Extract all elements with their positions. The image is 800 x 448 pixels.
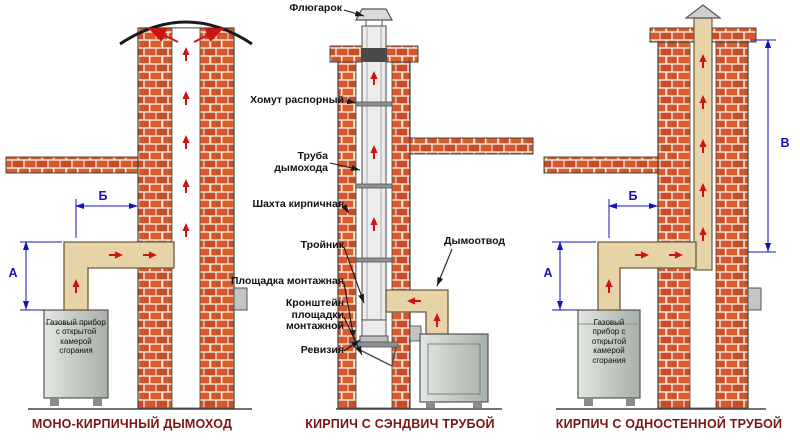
right-dim-b (608, 199, 658, 238)
right-dim-a-label: А (543, 266, 553, 280)
left-wall-band (5, 156, 139, 174)
left-flue-channel (171, 27, 201, 409)
right-dim-v-label: В (780, 136, 790, 150)
middle-mounting-platform (349, 341, 399, 348)
label-troynik: Тройник (300, 239, 344, 251)
right-dim-v (748, 39, 776, 253)
label-reviziya: Ревизия (300, 344, 344, 356)
panel-right-graphics (543, 4, 776, 410)
middle-spacer-clamps (355, 101, 393, 263)
left-panel-caption: МОНО-КИРПИЧНЫЙ ДЫМОХОД (31, 417, 233, 431)
right-wall-band (543, 156, 659, 174)
left-dim-b-label: Б (98, 189, 108, 203)
right-connecting-pipe (597, 241, 697, 311)
right-dim-a (552, 241, 596, 311)
left-gas-appliance (43, 301, 109, 406)
left-cleanout-door (233, 287, 248, 311)
middle-wall-anchor (409, 325, 422, 342)
middle-cap-icon (354, 8, 394, 21)
right-cap-icon (684, 4, 722, 19)
middle-storm-collar (361, 48, 387, 62)
right-dim-b-label: Б (628, 189, 638, 203)
label-dymootvod: Дымоотвод (444, 235, 506, 247)
middle-sandwich-pipe (361, 25, 387, 321)
panel-middle-graphics (329, 8, 534, 410)
label-flyugarok: Флюгарок (289, 2, 342, 14)
label-truba: Труба дымохода (274, 150, 328, 174)
label-khomut: Хомут распорный (250, 94, 344, 106)
middle-wall-band (409, 137, 534, 155)
panel-left-graphics (5, 20, 253, 410)
middle-leader-lines (329, 9, 453, 356)
right-appliance-label: Газовый прибор с открытой камерой сгоран… (591, 318, 627, 365)
right-cleanout-door (747, 287, 762, 311)
left-canopy-icon (119, 20, 253, 46)
left-appliance-label: Газовый прибор с открытой камерой сгоран… (46, 318, 106, 356)
left-exit-flow-arrows (147, 27, 225, 43)
middle-gas-boiler (419, 333, 489, 408)
label-kronshteyn: Кронштейн площадки монтажной (285, 297, 344, 333)
label-shakhta: Шахта кирпичная (252, 198, 344, 210)
left-dim-b (75, 199, 138, 238)
middle-panel-caption: КИРПИЧ С СЭНДВИЧ ТРУБОЙ (305, 417, 495, 431)
left-connecting-pipe (63, 241, 175, 311)
right-gas-appliance (577, 301, 641, 406)
left-dim-a (20, 241, 62, 311)
left-dim-a-label: А (8, 266, 18, 280)
right-panel-caption: КИРПИЧ С ОДНОСТЕННОЙ ТРУБОЙ (555, 417, 783, 431)
middle-tee-revision (359, 319, 389, 343)
label-ploshchadka: Площадка монтажная (230, 275, 344, 287)
